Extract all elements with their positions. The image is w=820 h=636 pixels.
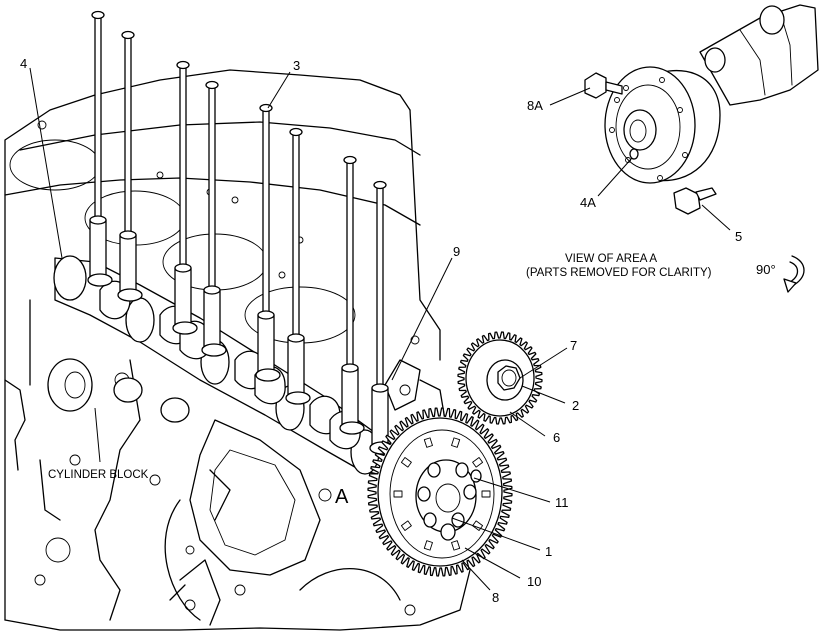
callout-labels: 4 3 9 7 2 6 11 1 10 8 8A 4A 5 CYLINDER B… xyxy=(20,56,776,605)
gear-slot xyxy=(472,457,484,468)
idler-gear xyxy=(457,331,543,425)
callout-3: 3 xyxy=(293,58,300,73)
callout-6: 6 xyxy=(553,430,560,445)
callout-1: 1 xyxy=(545,544,552,559)
dowel-4a xyxy=(629,148,639,160)
view-caption-line2: (PARTS REMOVED FOR CLARITY) xyxy=(526,267,712,279)
idler-gear-bolt xyxy=(497,365,521,391)
cylinder-block-label: CYLINDER BLOCK xyxy=(48,469,149,481)
rotation-arrow-icon xyxy=(783,255,805,293)
callout-4: 4 xyxy=(20,56,27,71)
gear-slot xyxy=(393,490,403,498)
gear-slot xyxy=(423,540,433,551)
callout-5: 5 xyxy=(735,229,742,244)
detail-view-area-a xyxy=(584,4,819,293)
camshaft-gear xyxy=(367,407,513,577)
push-rods xyxy=(87,10,395,455)
push-rod xyxy=(339,155,365,435)
push-rod xyxy=(117,30,143,302)
gear-slot xyxy=(451,540,461,551)
gear-slot xyxy=(481,490,491,498)
area-a-marker: A xyxy=(335,486,349,508)
callout-11: 11 xyxy=(555,495,569,510)
push-rod xyxy=(201,80,227,357)
push-rod xyxy=(87,10,113,287)
push-rod xyxy=(255,103,281,382)
rotation-label: 90° xyxy=(756,262,776,277)
callout-2: 2 xyxy=(572,398,579,413)
bolt-5 xyxy=(673,187,717,215)
callout-10: 10 xyxy=(527,574,541,589)
callout-8a: 8A xyxy=(527,98,543,113)
callout-9: 9 xyxy=(453,244,460,259)
push-rod xyxy=(285,127,311,405)
gear-slot xyxy=(400,457,412,468)
push-rod xyxy=(369,180,395,455)
view-caption-line1: VIEW OF AREA A xyxy=(565,253,657,265)
callout-8: 8 xyxy=(492,590,499,605)
gear-slots xyxy=(393,437,491,551)
bolt-8a xyxy=(584,72,623,99)
gear-slot xyxy=(451,437,461,448)
push-rod xyxy=(172,60,198,335)
callout-7: 7 xyxy=(570,338,577,353)
leader-lines xyxy=(29,67,731,591)
gear-slot xyxy=(423,437,433,448)
callout-4a: 4A xyxy=(580,195,596,210)
gear-slot xyxy=(400,520,412,531)
